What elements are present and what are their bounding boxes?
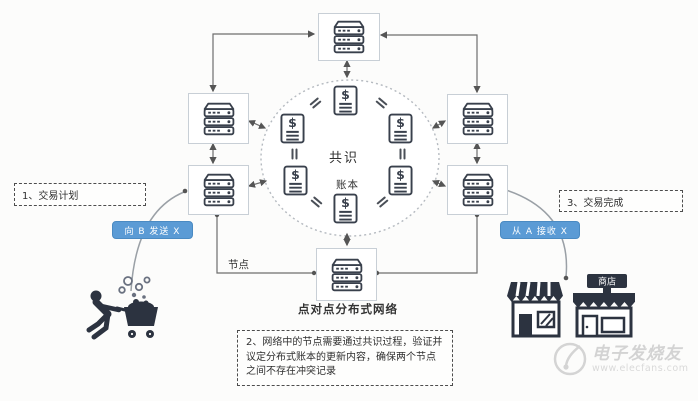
step3-text: 3、交易完成 (567, 197, 624, 209)
store-icon: 商店 (507, 274, 635, 338)
link-rightmid-bottomnode (377, 214, 478, 274)
step2-text: 2、网络中的节点需要通过共识过程，验证并议定分布式账本的更新内容，确保两个节点之… (246, 337, 443, 377)
ledger-document-icon: $ (333, 193, 358, 224)
step2-box: 2、网络中的节点需要通过共识过程，验证并议定分布式账本的更新内容，确保两个节点之… (237, 330, 453, 386)
link-lefttop-circle (247, 120, 267, 129)
server-icon (327, 257, 367, 293)
watermark-brand: 电子发烧友 (592, 343, 682, 364)
svg-text:$: $ (291, 167, 300, 182)
svg-text:$: $ (288, 115, 297, 130)
ledger-document-icon: $ (388, 113, 413, 144)
link-righttop-circle (431, 120, 447, 129)
svg-text:$: $ (341, 195, 350, 210)
ledger-document-icon: $ (388, 165, 413, 196)
link-rightmid-circle (431, 179, 447, 188)
receive-pill: 从 A 接收 X (500, 221, 580, 239)
watermark: 电子发烧友 www.elecfans.com (552, 338, 698, 380)
equals-icon (399, 148, 407, 160)
node-label: 节点 (228, 259, 249, 271)
step1-box: 1、交易计划 (14, 183, 146, 206)
link-topleft-top (209, 30, 316, 93)
server-node-left-top (188, 93, 249, 144)
equals-icon (291, 148, 299, 160)
link-topright-top (379, 31, 481, 94)
server-node-left-mid (188, 165, 249, 215)
link-leftmid-bottomnode (216, 214, 314, 274)
server-icon (199, 101, 239, 137)
server-node-top (318, 13, 380, 61)
server-node-bottom (316, 248, 377, 301)
link-leftmid-circle (247, 179, 268, 188)
shopper-cart-icon (86, 276, 158, 340)
server-icon (458, 172, 498, 208)
svg-text:$: $ (396, 115, 405, 130)
server-node-right-mid (447, 165, 508, 215)
consensus-label: 共识 (329, 151, 360, 166)
network-caption: 点对点分布式网络 (298, 302, 398, 316)
ledger-label: 账本 (336, 179, 359, 191)
server-icon (199, 172, 239, 208)
ledger-document-icon: $ (333, 85, 358, 116)
svg-text:$: $ (341, 87, 350, 102)
step3-box: 3、交易完成 (559, 190, 683, 212)
svg-text:$: $ (396, 167, 405, 182)
elecfans-logo-icon (553, 342, 587, 376)
ledger-document-icon: $ (283, 165, 308, 196)
server-icon (458, 101, 498, 137)
ledger-document-icon: $ (280, 113, 305, 144)
server-node-right-top (447, 94, 508, 144)
step1-text: 1、交易计划 (22, 191, 79, 202)
shop-sign-label: 商店 (598, 276, 616, 288)
send-pill: 向 B 发送 X (112, 221, 193, 239)
watermark-url: www.elecfans.com (592, 362, 689, 374)
server-icon (329, 19, 369, 55)
